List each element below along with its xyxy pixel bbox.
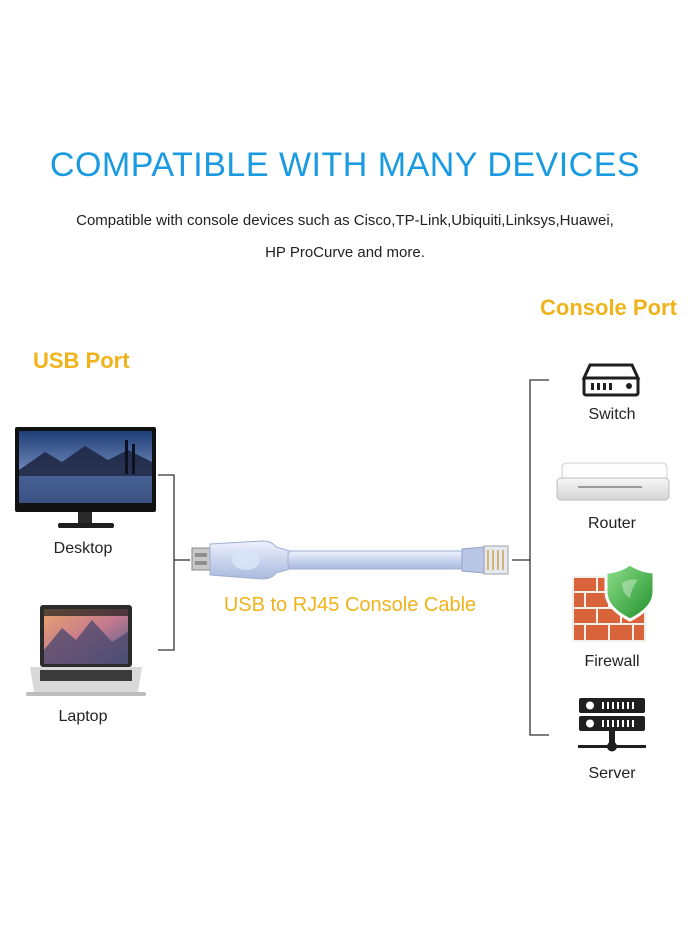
router-icon: [556, 462, 670, 501]
subtitle-line-2: HP ProCurve and more.: [265, 244, 425, 261]
subtitle: Compatible with console devices such as …: [20, 205, 670, 269]
network-switch-icon: [581, 363, 641, 397]
firewall-shield-icon: [572, 562, 656, 642]
console-port-heading: Console Port: [540, 295, 677, 320]
subtitle-line-1: Compatible with console devices such as …: [76, 212, 614, 229]
cable-label: USB to RJ45 Console Cable: [223, 594, 477, 616]
server-rack-icon: [578, 698, 646, 752]
laptop-icon: [26, 605, 146, 696]
desktop-monitor-icon: [15, 427, 156, 528]
device-label-laptop: Laptop: [58, 708, 108, 725]
usb-port-heading: USB Port: [33, 348, 130, 373]
device-label-firewall: Firewall: [584, 653, 640, 670]
device-label-switch: Switch: [588, 406, 636, 423]
device-label-server: Server: [588, 765, 636, 782]
device-label-desktop: Desktop: [53, 540, 113, 557]
left-bracket: [158, 474, 190, 651]
device-label-router: Router: [587, 515, 637, 532]
page-title: COMPATIBLE WITH MANY DEVICES: [49, 146, 641, 184]
usb-rj45-cable-icon: [191, 540, 509, 580]
right-bracket: [512, 379, 549, 736]
